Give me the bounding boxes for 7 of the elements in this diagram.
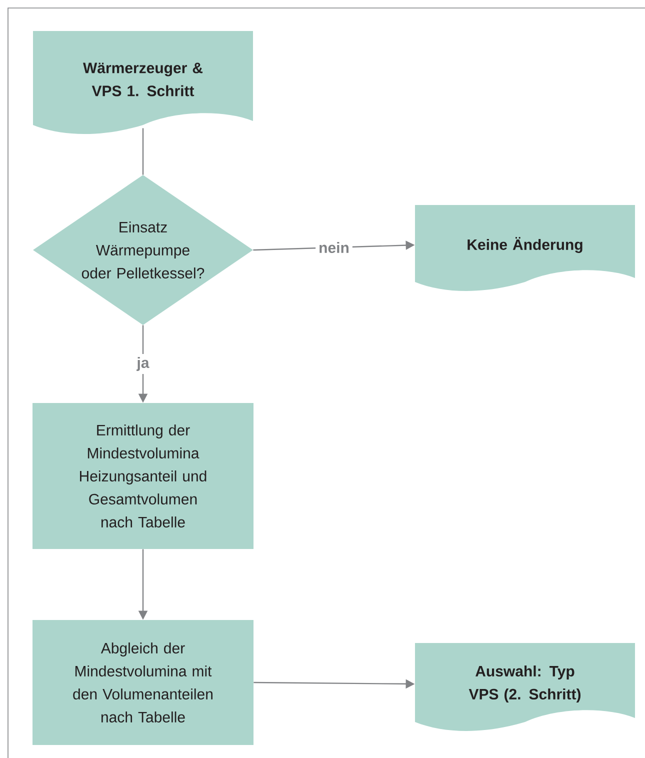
process-box: Abgleich der Mindestvolumina mit den Volumenanteilen nach Tabelle [32,620,254,745]
document-box: Auswahl: Typ VPS (2. Schritt) [415,643,635,731]
document-box: Keine Änderung [415,205,635,291]
edge-label: nein [316,239,352,256]
document-box: Wärmerzeuger & VPS 1. Schritt [33,31,253,134]
edge-label: ja [134,354,152,374]
process-box: Ermittlung der Mindestvolumina Heizungsanteil und Gesamtvolumen nach Tabelle [32,403,254,549]
